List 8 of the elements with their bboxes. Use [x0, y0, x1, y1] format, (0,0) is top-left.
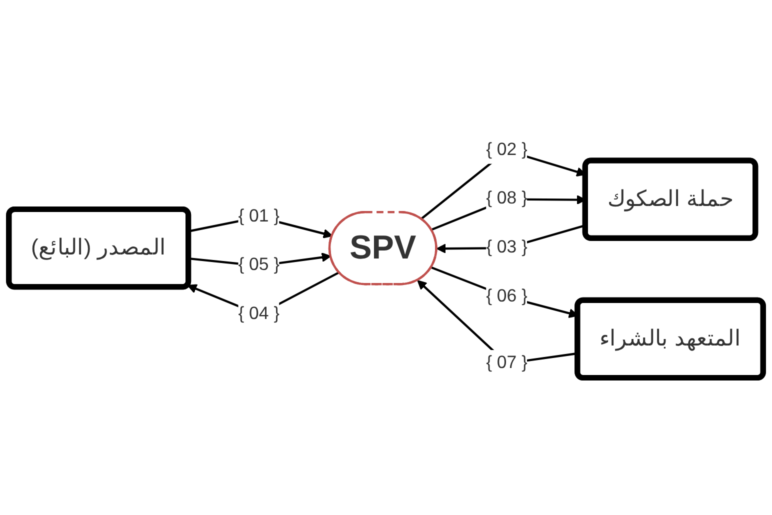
edge-label: { 03 }	[486, 238, 528, 257]
edge-label: { 07 }	[486, 353, 528, 372]
edge-label: { 06 }	[486, 286, 528, 306]
edge-label: { 01 }	[238, 207, 280, 226]
edge-label: { 05 }	[238, 256, 280, 275]
edge-label: { 04 }	[238, 304, 280, 324]
edge-label: { 08 }	[486, 189, 528, 208]
edge-label: { 02 }	[486, 140, 528, 160]
